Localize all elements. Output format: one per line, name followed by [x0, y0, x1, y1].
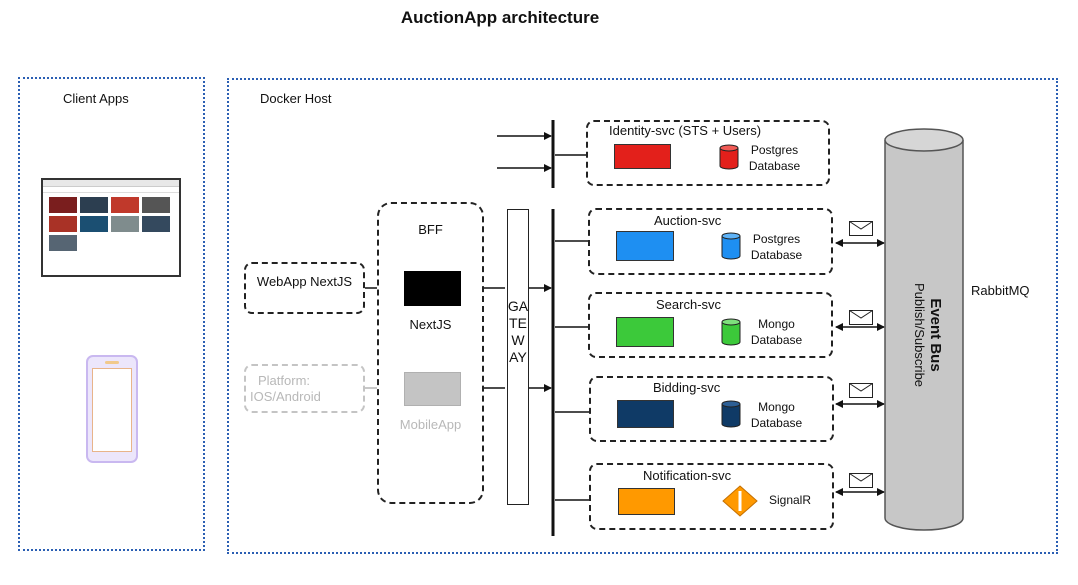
bidding-db-line1: Mongo	[758, 400, 795, 414]
docker-host-label: Docker Host	[260, 91, 332, 106]
mobileapp-label: MobileApp	[399, 417, 462, 432]
bidding-svc-label: Bidding-svc	[653, 380, 721, 395]
identity-db-line2: Database	[748, 159, 801, 173]
identity-db-cylinder-icon	[719, 144, 739, 170]
auction-svc-label: Auction-svc	[654, 213, 722, 228]
bidding-db-cylinder-icon	[721, 400, 741, 428]
search-db-line2: Database	[750, 333, 803, 347]
client-apps-label: Client Apps	[63, 91, 129, 106]
platform-label-line1: Platform:	[258, 373, 311, 388]
bidding-db-line2: Database	[750, 416, 803, 430]
message-envelope-icon	[849, 473, 873, 488]
mobile-phone-icon	[86, 355, 138, 463]
signalr-label: SignalR	[768, 493, 812, 507]
search-db-line1: Mongo	[758, 317, 795, 331]
message-envelope-icon	[849, 310, 873, 325]
mobileapp-block	[404, 372, 461, 406]
platform-box	[244, 364, 365, 413]
message-envelope-icon	[849, 383, 873, 398]
bff-container	[377, 202, 484, 504]
auction-db-line2: Database	[750, 248, 803, 262]
rabbitmq-label: RabbitMQ	[971, 283, 1030, 298]
client-apps-panel	[18, 77, 205, 551]
identity-svc-label: Identity-svc (STS + Users)	[609, 123, 762, 138]
event-bus-title: Event Bus	[927, 298, 944, 372]
event-bus-cylinder	[884, 128, 964, 531]
webapp-nextjs-box	[244, 262, 365, 314]
identity-svc-box	[586, 120, 830, 186]
gateway-label: GATEWAY	[507, 298, 529, 365]
gateway-box	[507, 209, 529, 505]
auction-db-cylinder-icon	[721, 232, 741, 260]
search-svc-label: Search-svc	[656, 297, 722, 312]
search-svc-block	[616, 317, 674, 347]
search-db-cylinder-icon	[721, 318, 741, 346]
webapp-nextjs-label: WebApp NextJS	[256, 274, 353, 289]
identity-svc-block	[614, 144, 671, 169]
docker-host-panel	[227, 78, 1058, 554]
message-envelope-icon	[849, 221, 873, 236]
event-bus-subtitle: Publish/Subscribe	[912, 282, 927, 388]
nextjs-label: NextJS	[409, 317, 452, 332]
notification-svc-block	[618, 488, 675, 515]
signalr-icon	[722, 485, 758, 517]
diagram-title: AuctionApp architecture	[400, 8, 600, 27]
identity-db-line1: Postgres	[750, 143, 799, 157]
browser-screenshot-thumbnail	[41, 178, 181, 277]
auction-db-line1: Postgres	[752, 232, 801, 246]
notification-svc-label: Notification-svc	[643, 468, 732, 483]
bidding-svc-block	[617, 400, 674, 428]
event-bus-text: Event Bus Publish/Subscribe	[904, 275, 944, 395]
nextjs-block	[404, 271, 461, 306]
auction-svc-block	[616, 231, 674, 261]
bff-label: BFF	[418, 222, 443, 237]
platform-label-line2: IOS/Android	[250, 389, 321, 404]
